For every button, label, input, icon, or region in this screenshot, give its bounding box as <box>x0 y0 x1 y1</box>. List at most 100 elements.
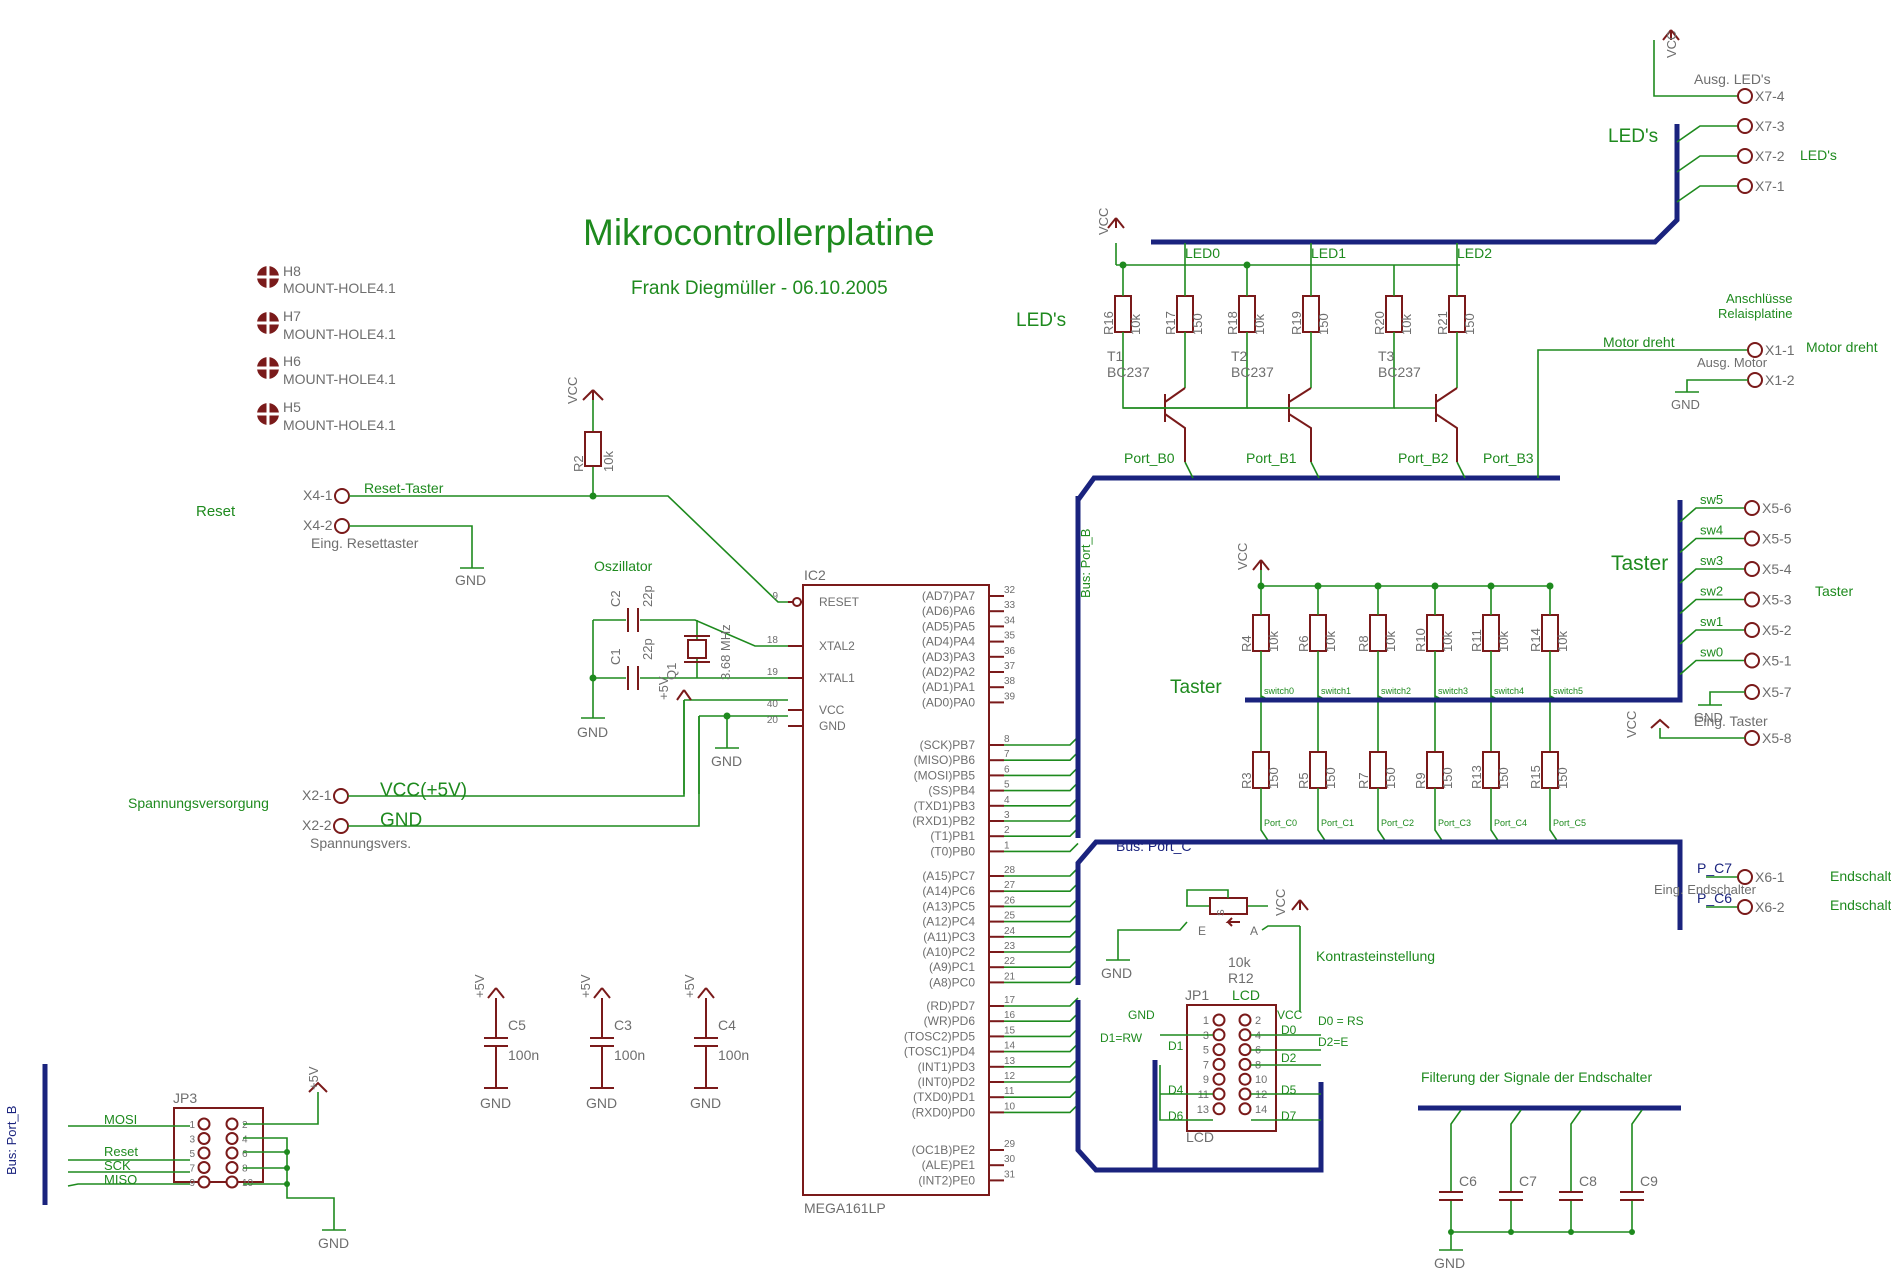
bus-c-label: Bus: Port_C <box>1116 838 1191 854</box>
jp1-pin-num: 12 <box>1255 1089 1267 1101</box>
ic2-right-pin-label: (INT0)PD2 <box>918 1075 976 1089</box>
mount-hole-name: H7 <box>283 308 301 324</box>
jp1-name: JP1 <box>1185 987 1209 1003</box>
resistor-value: 10k <box>1440 631 1455 652</box>
ic2-right-pin-label: (T1)PB1 <box>930 829 975 843</box>
port-c-bus <box>1075 839 1683 985</box>
x1-connector: Anschlüsse Relaisplatine Motor dreht X1-… <box>1671 291 1878 412</box>
jp3-pin-num: 1 <box>189 1120 195 1131</box>
resistor-value: 150 <box>1383 767 1398 789</box>
x7-3-label: X7-3 <box>1755 118 1785 134</box>
port-c-net: Port_C5 <box>1553 818 1586 828</box>
c2-capacitor <box>627 608 639 632</box>
ic2-right-pin-label: (A15)PC7 <box>922 869 975 883</box>
ic2-right-pin-label: (A8)PC0 <box>929 975 975 989</box>
x7-2-label: X7-2 <box>1755 148 1785 164</box>
lcd-d1: D1 <box>1168 1039 1184 1053</box>
pot-e: E <box>1198 924 1206 938</box>
r2-value: 10k <box>601 451 616 472</box>
taster-main-label: Taster <box>1170 677 1222 698</box>
ic2-right-pin-label: (AD4)PA4 <box>922 635 975 649</box>
x6-2-label: X6-2 <box>1755 899 1785 915</box>
sw-net: sw5 <box>1700 492 1723 507</box>
diagram-title: Mikrocontrollerplatine <box>583 212 935 253</box>
ic2-right-pin-num: 1 <box>1004 840 1010 851</box>
ic2-right-pin-num: 17 <box>1004 995 1016 1006</box>
jp3-pin-num: 5 <box>189 1149 195 1160</box>
gnd-taster-label: GND <box>1694 710 1723 725</box>
gnd-filter-label: GND <box>1434 1255 1465 1271</box>
net-port-b2: Port_B2 <box>1398 450 1449 466</box>
jp1-pin-num: 10 <box>1255 1074 1267 1086</box>
net-port-b3: Port_B3 <box>1483 450 1534 466</box>
x6-1-pin <box>1737 869 1753 885</box>
ic2-right-pin-label: (A10)PC2 <box>922 945 975 959</box>
ic2-right-pin-num: 23 <box>1004 941 1016 952</box>
q1-value: 3.68 MHz <box>718 624 733 680</box>
ic2-right-pin-num: 22 <box>1004 956 1016 967</box>
mount-hole-value: MOUNT-HOLE4.1 <box>283 280 396 296</box>
jp3-pin-num: 8 <box>242 1164 248 1175</box>
ic2-left-pin-label: XTAL1 <box>819 671 855 685</box>
ic2-right-pin-label: (AD1)PA1 <box>922 680 975 694</box>
gnd-big-label: GND <box>380 810 422 831</box>
resistor-value: 10k <box>1383 631 1398 652</box>
reset-section: Reset X4-1 X4-2 Reset-Taster Eing. Reset… <box>196 377 788 603</box>
resistor-value: 150 <box>1316 313 1331 335</box>
x5-8-pin <box>1744 730 1760 746</box>
x5-8-label: X5-8 <box>1762 730 1792 746</box>
jp1-pin-num: 2 <box>1255 1015 1261 1027</box>
resistor-name: R6 <box>1296 635 1311 652</box>
ic2-right-pin-num: 37 <box>1004 661 1016 672</box>
resistor-value: 10k <box>1496 631 1511 652</box>
resistor-name: R8 <box>1356 635 1371 652</box>
ic2-right-pin-num: 35 <box>1004 631 1016 642</box>
lcd-bus <box>1075 1000 1324 1173</box>
transistor-type: BC237 <box>1107 364 1150 380</box>
x7-3-pin <box>1737 118 1753 134</box>
c2-name: C2 <box>608 590 623 607</box>
mount-hole-name: H6 <box>283 353 301 369</box>
ic2-right-pin-label: (WR)PD6 <box>924 1014 976 1028</box>
port-c-section: Bus: Port_C P_C7 P_C6 Eing. Endschalter … <box>1075 838 1891 985</box>
ic2-right-pin-label: (A14)PC6 <box>922 884 975 898</box>
resistor-value: 150 <box>1323 767 1338 789</box>
jp1-pin-num: 13 <box>1197 1104 1209 1116</box>
vcc-r2-label: VCC <box>565 377 580 404</box>
ic2-right-pin-num: 26 <box>1004 895 1016 906</box>
ic2-right-pin-num: 38 <box>1004 676 1016 687</box>
x5-3-label: X5-3 <box>1762 592 1792 608</box>
port-c-net: Port_C2 <box>1381 818 1414 828</box>
mount-hole-h8: H8 MOUNT-HOLE4.1 <box>257 263 396 296</box>
cap-value: 100n <box>508 1047 539 1063</box>
ic2-left-pin-label: RESET <box>819 595 860 609</box>
resistor-name: R10 <box>1413 628 1428 652</box>
x4-1-label: X4-1 <box>303 487 333 503</box>
pot-a: A <box>1250 924 1258 938</box>
jp1-pin-num: 5 <box>1203 1045 1209 1057</box>
resistor-name: R4 <box>1239 635 1254 652</box>
leds-main-label: LED's <box>1016 310 1066 331</box>
resistor-name: R5 <box>1296 772 1311 789</box>
resistor-value: 10k <box>1555 631 1570 652</box>
oscillator-section: Oszillator GND C2 22p C1 22p Q1 3.68 MHz… <box>577 558 788 794</box>
resistor-value: 10k <box>1266 631 1281 652</box>
mount-hole-value: MOUNT-HOLE4.1 <box>283 326 396 342</box>
x2-2-pin <box>333 818 349 834</box>
resistor-value: 150 <box>1555 767 1570 789</box>
bus-b-label: Bus: Port_B <box>1078 529 1093 598</box>
lcd-d4: D4 <box>1168 1083 1184 1097</box>
motor-dreht-right-label: Motor dreht <box>1806 339 1878 355</box>
x5-2-label: X5-2 <box>1762 622 1792 638</box>
x5-7-label: X5-7 <box>1762 684 1792 700</box>
d0rs-net: D0 = RS <box>1318 1014 1364 1028</box>
cap-name: C5 <box>508 1017 526 1033</box>
ic2-right-pin-num: 21 <box>1004 971 1016 982</box>
sw-net: sw2 <box>1700 584 1723 599</box>
gnd-label: GND <box>586 1095 617 1111</box>
ic2-right-pin-label: (AD6)PA6 <box>922 604 975 618</box>
